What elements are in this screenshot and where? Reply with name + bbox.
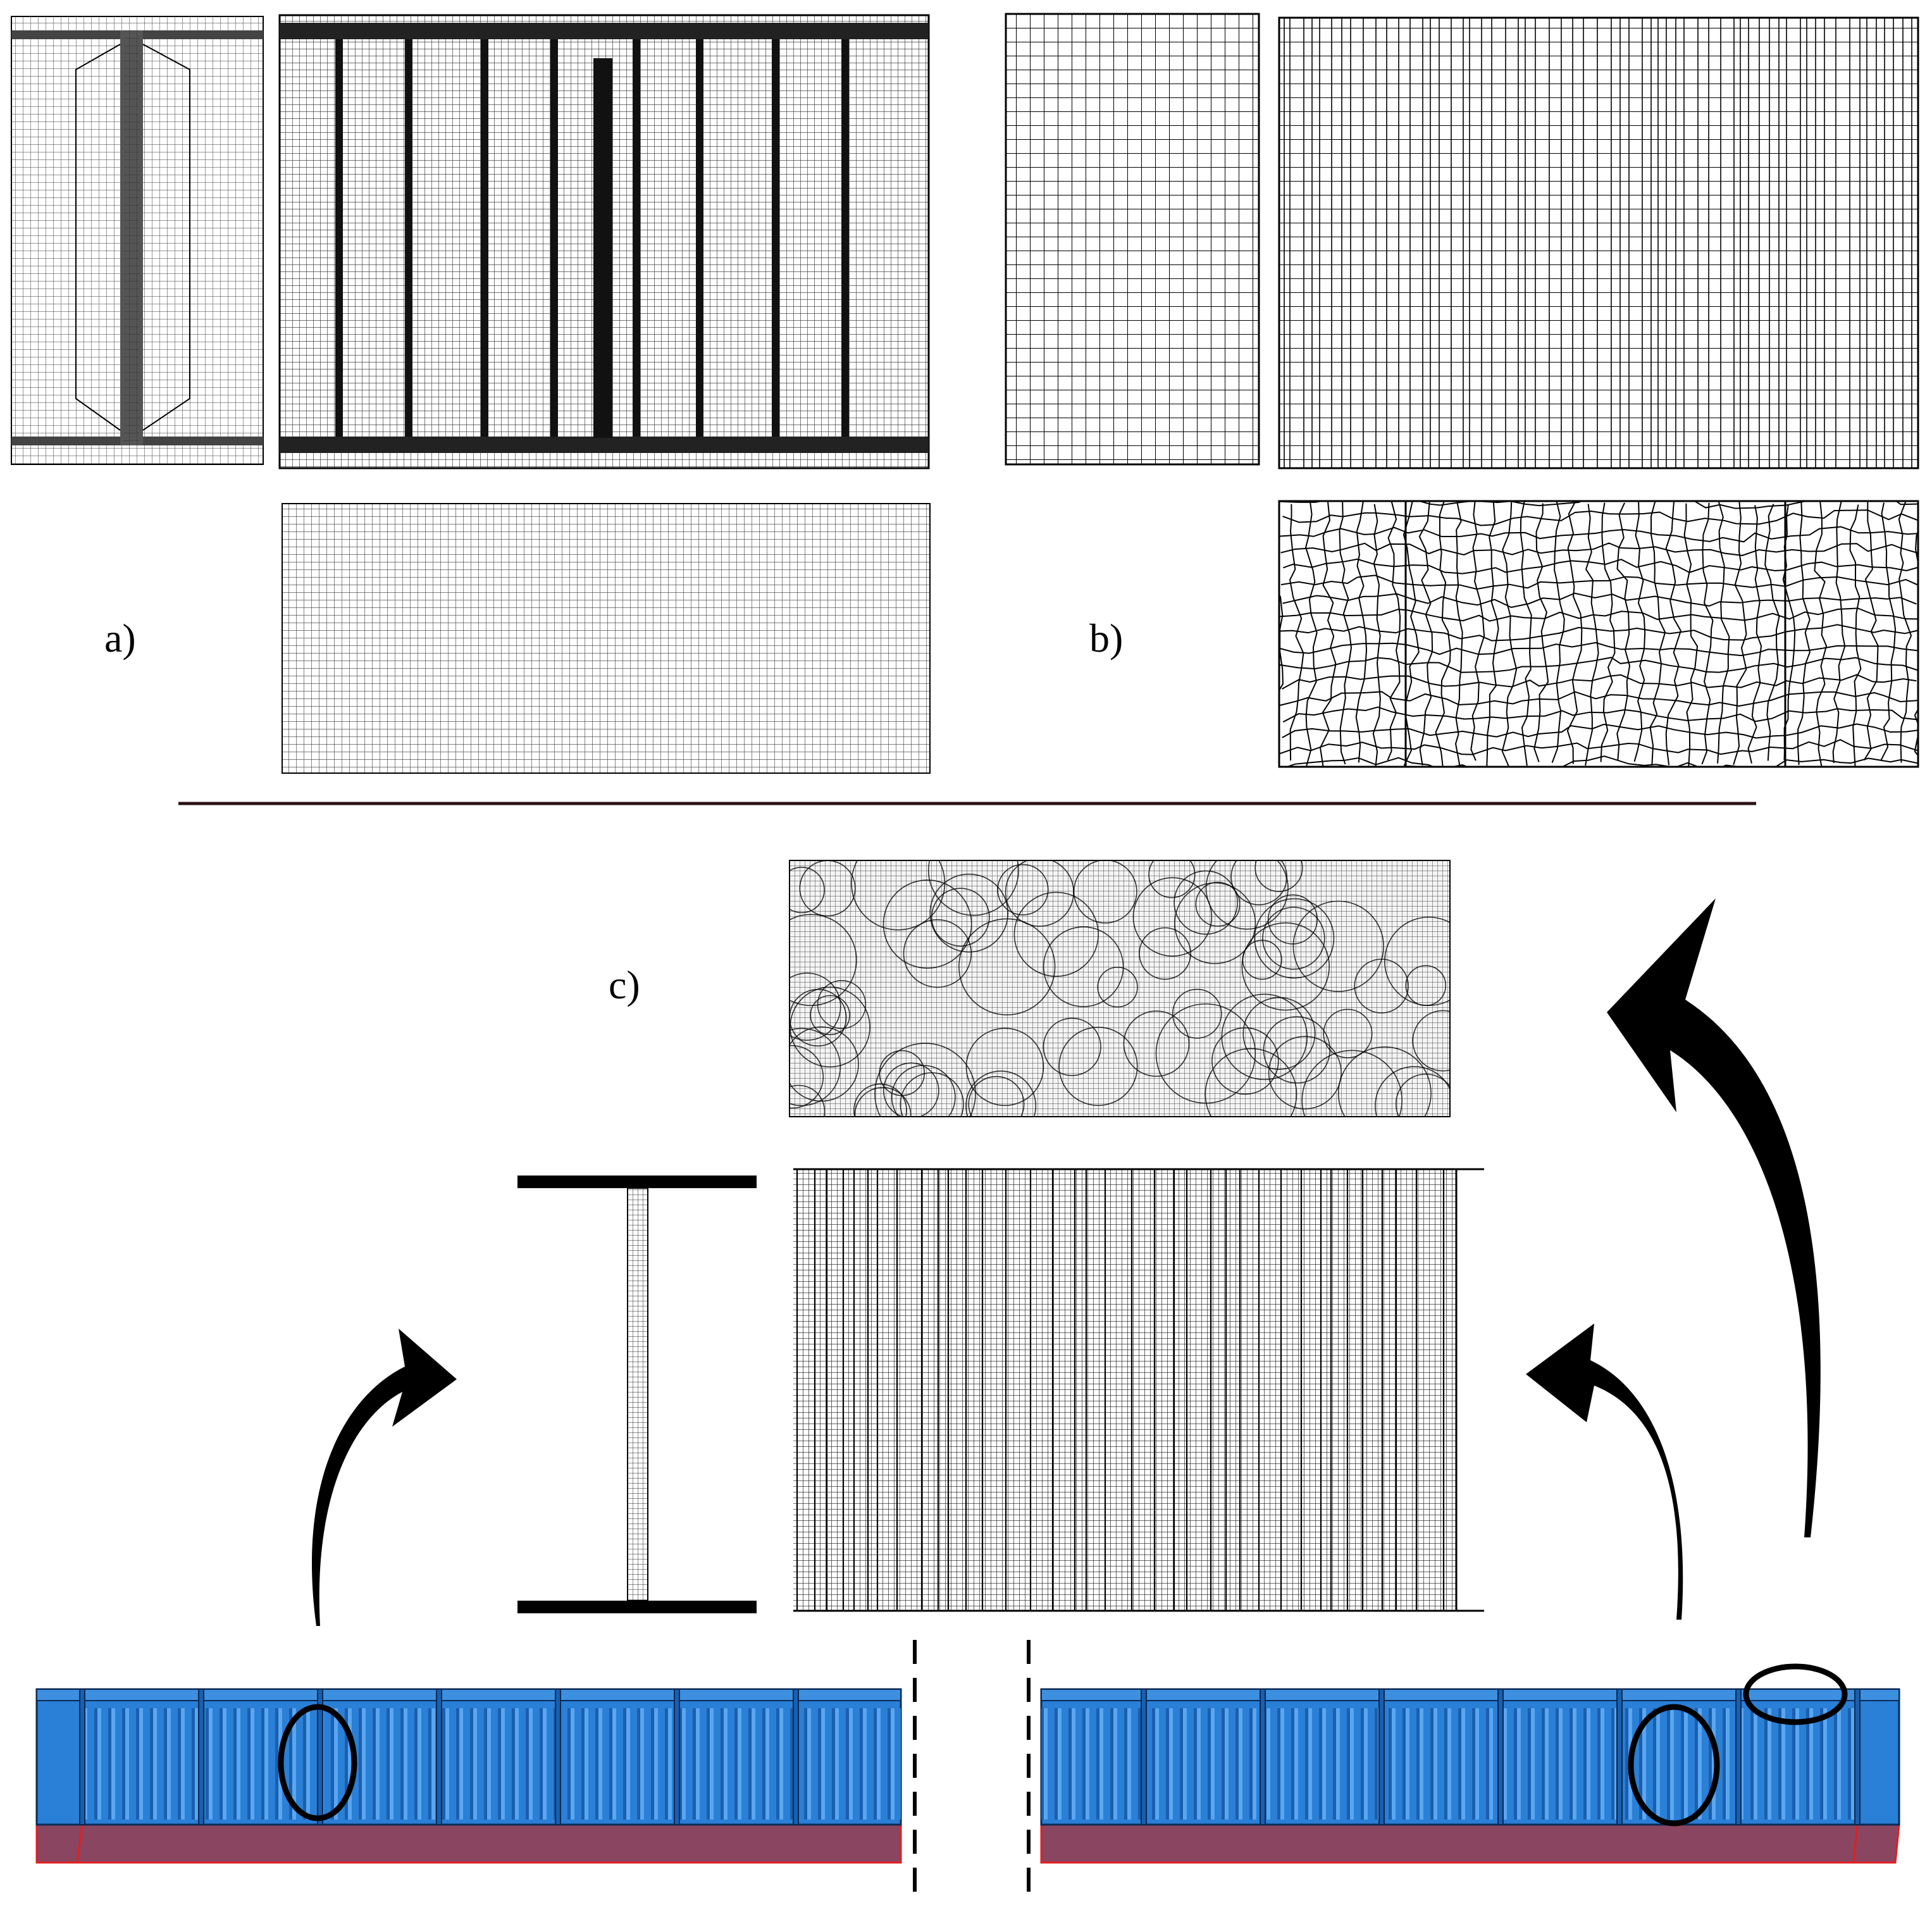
beam-frame [1854, 1689, 1861, 1825]
panel-c: c) [35, 860, 1900, 1904]
mesh-b-free-mesh [1279, 501, 1918, 767]
mesh-a-ibeam-section [11, 16, 264, 465]
stiffener [481, 39, 488, 437]
beam-frame [1616, 1689, 1623, 1825]
stiffener [772, 39, 779, 437]
stiffener [696, 39, 703, 437]
panel-b: b) [1005, 13, 1919, 768]
label-c: c) [609, 962, 640, 1007]
stiffener [841, 39, 849, 437]
mesh-c-free-mesh [790, 860, 1450, 1117]
mesh-a-flange-plate [282, 503, 931, 774]
curved-arrow-icon [1607, 898, 1821, 1537]
beam-frame [1141, 1689, 1147, 1825]
beam-frame [1260, 1689, 1266, 1825]
stiffener [633, 39, 640, 437]
highlight-ellipse [1628, 1704, 1720, 1827]
beam-frame [793, 1689, 799, 1825]
beam-frame [1378, 1689, 1385, 1825]
mesh-b-coarse-section [1005, 13, 1260, 466]
beam-3d-left [35, 1688, 902, 1864]
beam-frame [317, 1689, 323, 1825]
beam-frame [436, 1689, 442, 1825]
beam-frame [555, 1689, 561, 1825]
curved-arrow-icon [1526, 1324, 1683, 1620]
mesh-a-web-panel [278, 14, 930, 469]
beam-frame [1735, 1689, 1742, 1825]
beam-frame [198, 1689, 204, 1825]
label-a: a) [104, 616, 136, 661]
curved-arrow-icon [311, 1329, 457, 1626]
mesh-b-web-panel [1278, 16, 1919, 469]
panel-a: a) [11, 14, 931, 774]
highlight-ellipse [278, 1704, 357, 1821]
beam-frame [674, 1689, 680, 1825]
stiffener [405, 39, 412, 437]
mesh-c-dense-panel [793, 1168, 1484, 1612]
beam-frame [1497, 1689, 1504, 1825]
ibeam-cross-section [517, 1176, 757, 1613]
beam-frame [79, 1689, 85, 1825]
stiffener [550, 39, 558, 437]
highlight-ellipse [1743, 1663, 1848, 1725]
stiffener [335, 39, 343, 437]
label-b: b) [1089, 616, 1123, 661]
beam-3d-right [1040, 1663, 1900, 1864]
